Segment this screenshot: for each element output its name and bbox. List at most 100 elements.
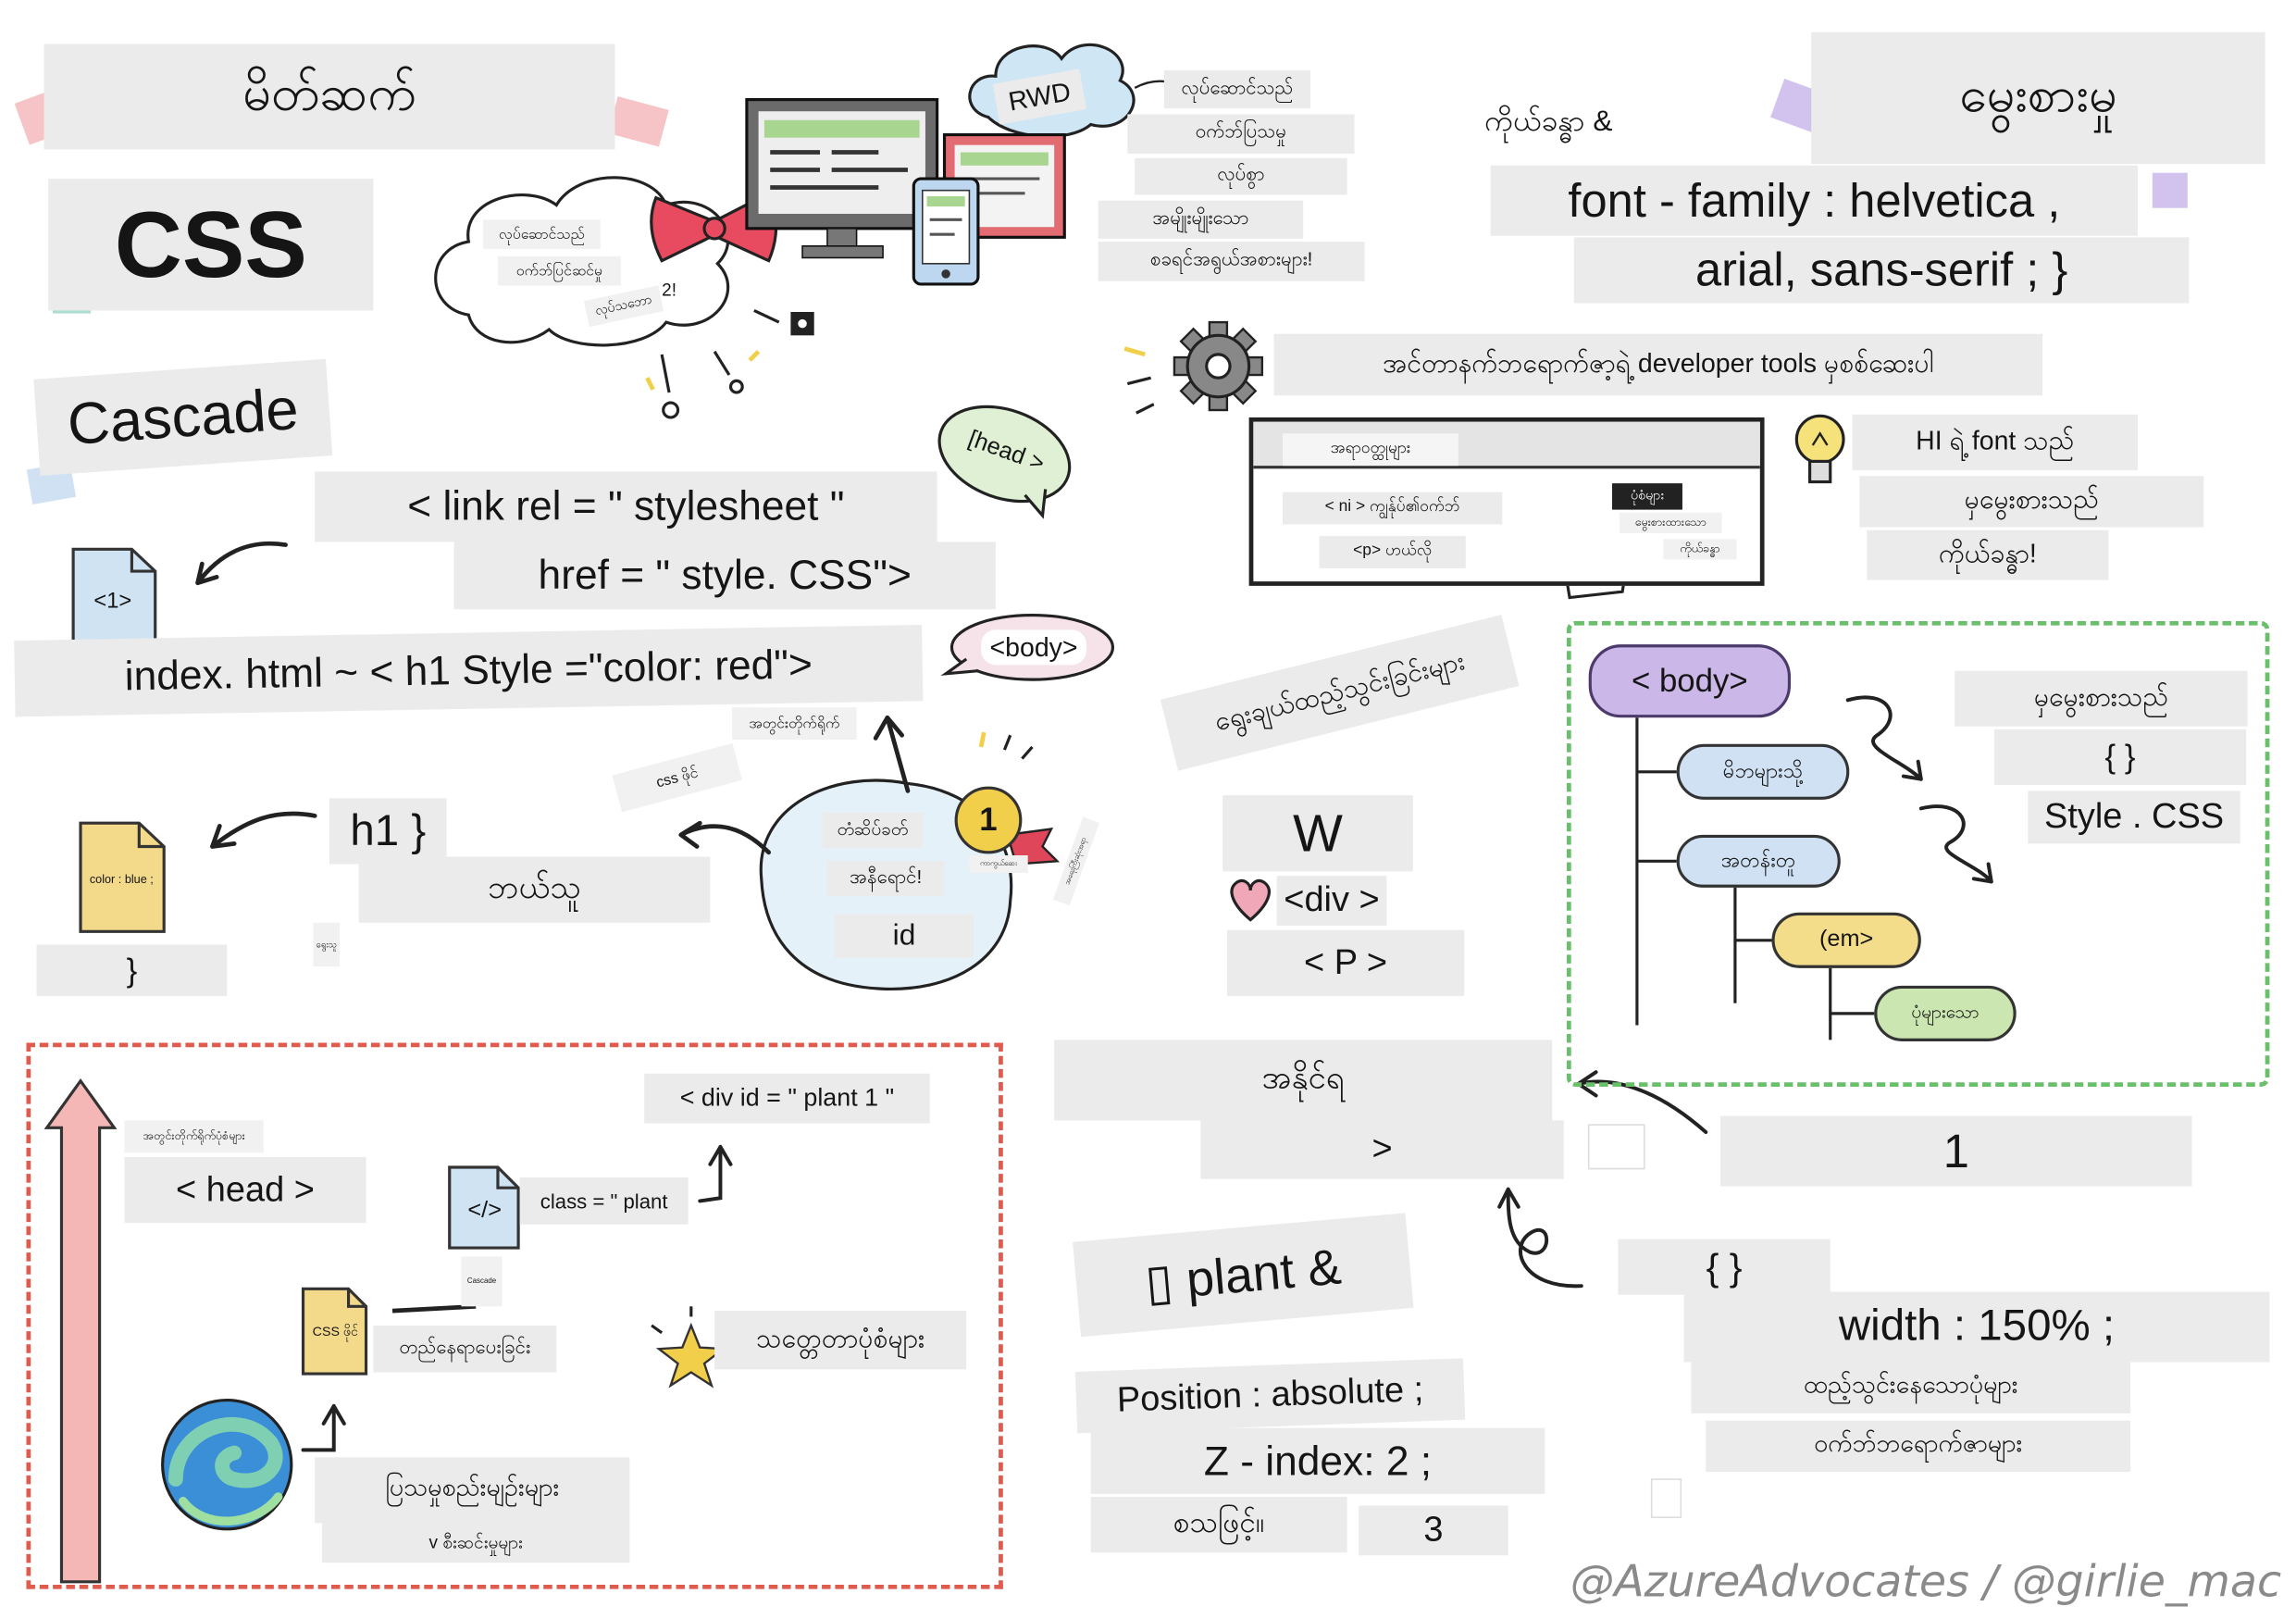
medal-icon [954, 731, 1061, 866]
head-tag: < head > [124, 1156, 366, 1224]
css-document-icon [79, 821, 166, 933]
cascade-heading: Cascade [33, 358, 333, 477]
pink-up-arrow [43, 1077, 118, 1584]
font-family-line-2: arial, sans-serif ; } [1573, 237, 2190, 304]
tree-node-parents: မိဘများသို့ [1676, 743, 1850, 800]
width-rule: width : 150% ; [1683, 1291, 2270, 1363]
inserted-note: ထည့်သွင်းနေသောပုံများ [1691, 1362, 2131, 1414]
monitor-icon [745, 98, 939, 259]
gear-icon [1173, 320, 1264, 412]
body-bubble-label: <body> [981, 629, 1086, 666]
paper-sheet [1650, 1478, 1682, 1518]
css-doc-label: color : blue ; [89, 872, 154, 886]
medal-note: ကာကွယ်ဆေး [969, 855, 1028, 873]
inline-style-line: index. html ~ < h1 Style ="color: red"> [14, 624, 924, 717]
dom-tree-box [1566, 620, 2270, 1087]
lightbulb-icon [1794, 414, 1845, 484]
phone-icon [912, 177, 980, 286]
font-note-1: HI ရဲ့ font သည် [1852, 414, 2139, 470]
css-title: CSS [48, 179, 374, 311]
selector-div: <div > [1276, 876, 1387, 926]
who-note: ဘယ်သူ [358, 856, 711, 923]
arrow [698, 1144, 733, 1203]
zindex-rule: Z - index: 2 ; [1090, 1427, 1545, 1494]
css-file-icon [301, 1287, 368, 1376]
inheritance-title: မွေးစားမှု [1811, 31, 2265, 165]
devtools-mockup: အရာဝတ္ထုများ < ni > ကျွန်ုပ်၏ဝက်ဘ် <p> ဟ… [1248, 417, 1765, 586]
arrow [210, 811, 317, 849]
red-note: အနီရောင်! [826, 861, 945, 897]
div-id-tag: < div id = " plant 1 " [644, 1073, 930, 1124]
author-credit: @AzureAdvocates / @girlie_mac [1570, 1556, 2282, 1608]
devtools-elements-tab: အရာဝတ္ထုများ [1283, 433, 1458, 467]
rwd-cloud-note: 2! [662, 280, 676, 301]
tree-node-siblings: အတန်းတူ [1676, 834, 1841, 888]
browsers-note: ဝက်ဘ်ဘရောက်ဇာများ [1706, 1420, 2131, 1473]
arrow [1497, 1187, 1583, 1289]
curly-arrow [1918, 804, 1993, 884]
rwd-note: အမျိုးမျိုးသော [1098, 200, 1304, 239]
arrow [195, 541, 288, 586]
arrow [678, 820, 772, 855]
inline-tag: အတွင်းတိုက်ရိုက် [732, 707, 857, 741]
h1-selector: h1 } [329, 798, 447, 865]
rwd-note: လုပ်စွာ [1135, 157, 1347, 195]
rwd-note: လုပ်ဆောင်သည် [1163, 69, 1311, 109]
tiny-note: ရွေးသူ [313, 922, 341, 967]
tree-node-body: < body> [1588, 644, 1792, 718]
connector-line [391, 1303, 477, 1314]
font-family-line-1: font - family : helvetica , [1490, 165, 2139, 236]
link-tag-line-2: href = " style. CSS"> [453, 542, 996, 610]
edge-browser-logo [161, 1399, 293, 1531]
winner-note: အနိုင်ရ [1054, 1040, 1553, 1121]
devtools-styles-tab: ပုံစံများ [1612, 483, 1682, 510]
id-note: id [834, 914, 974, 958]
devtools-tip: အင်တာနက်ဘရောက်ဇာ့ရဲ့ developer tools မှစ… [1273, 333, 2043, 396]
css-file-label: CSS ဖိုင် [312, 1323, 358, 1339]
devtools-inherited-label: မွေးစားထားသော [1619, 512, 1722, 533]
braces-note: { } [1993, 729, 2247, 786]
cascade-tiny-note: Cascade [461, 1256, 503, 1307]
tree-node-children: ပုံများသော [1874, 985, 2017, 1041]
selector-p: < P > [1226, 929, 1465, 996]
real-styles-note: သတ္တေတာပုံစံများ [714, 1311, 967, 1370]
link-tag-line-1: < link rel = " stylesheet " [315, 471, 937, 542]
tree-node-em: (em> [1771, 912, 1921, 968]
rwd-cloud-note: ဝက်ဘ်ပြင်ဆင်မှု [497, 255, 621, 286]
dom-tree-lines [1635, 717, 1875, 1040]
stamp-note: တံဆိပ်ခတ် [823, 813, 923, 849]
tape-accent [2152, 172, 2188, 208]
sparkle-marks [1123, 346, 1155, 415]
medal-number: 1 [979, 801, 998, 839]
font-note-2: မှမွေးစားသည် [1859, 476, 2204, 528]
body-and-label: ကိုယ်ခန္ဓာ & [1483, 105, 1613, 138]
code-document-icon [448, 1165, 520, 1250]
paper-sheet [1587, 1124, 1645, 1170]
close-brace: } [36, 944, 228, 996]
sparkle-marks [645, 308, 814, 419]
etc-note: စသဖြင့်။ [1090, 1497, 1347, 1553]
greater-than: > [1200, 1120, 1564, 1179]
head-speech-bubble [937, 405, 1072, 519]
devtools-element-line: < ni > ကျွန်ုပ်၏ဝက်ဘ် [1283, 492, 1503, 525]
html-doc-label: <1> [93, 588, 132, 614]
inherits-note: မှမွေးစားသည် [1955, 670, 2248, 727]
rwd-cloud-note: လုပ်ဆောင်သည် [483, 219, 601, 249]
class-attribute: class = " plant [519, 1177, 689, 1225]
arrow [873, 715, 911, 793]
positioning-note: တည်နေရာပေးခြင်း [373, 1325, 557, 1373]
html-document-icon [71, 547, 157, 649]
heart-icon [1230, 878, 1271, 922]
intro-title: မိတ်ဆက် [43, 44, 615, 150]
layout-box [26, 1042, 1003, 1589]
selector-w: W [1222, 795, 1413, 872]
arrow [301, 1403, 346, 1452]
rwd-note: စခရင်အရွယ်အစားများ! [1098, 242, 1365, 281]
rank-three: 3 [1359, 1505, 1508, 1556]
style-css-note: Style . CSS [2028, 791, 2240, 844]
curly-arrow [1845, 695, 1923, 781]
braces-rule: { } [1618, 1239, 1831, 1295]
code-icon-label: </> [467, 1198, 503, 1224]
flow-note: v စီးဆင်းမှုများ [322, 1523, 630, 1563]
